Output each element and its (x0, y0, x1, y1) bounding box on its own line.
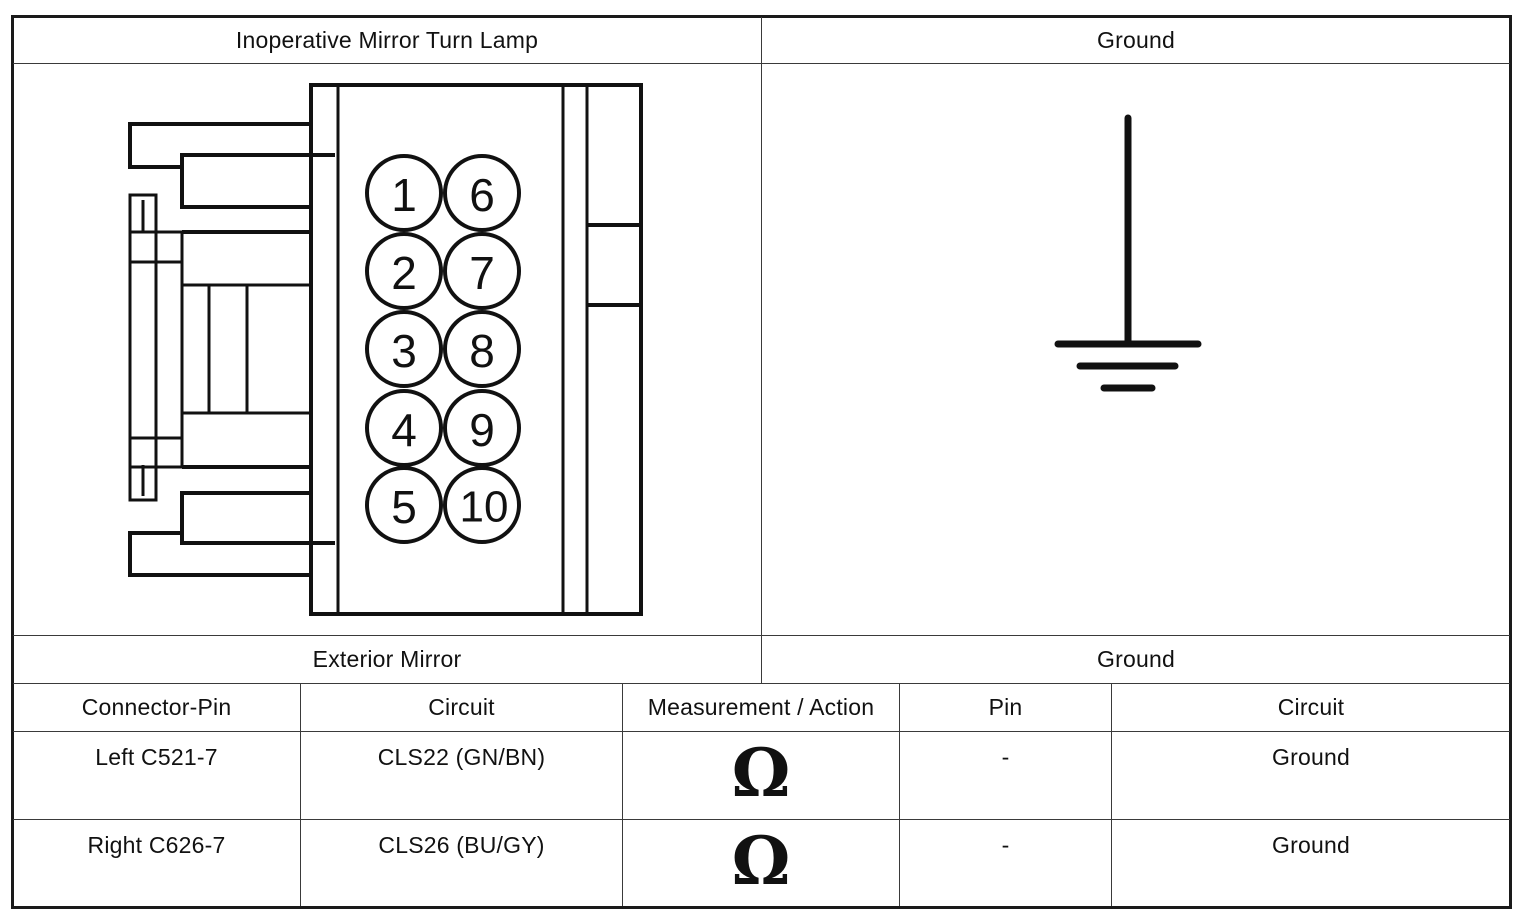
divider-col-3 (899, 684, 900, 906)
pin-1-label: 1 (391, 169, 417, 221)
row-2-circuit: CLS26 (BU/GY) (378, 832, 545, 858)
pin-2-circle (365, 232, 443, 310)
pin-3-label: 3 (391, 325, 417, 377)
col-header-measurement: Measurement / Action (647, 694, 875, 720)
pin-6-label: 6 (469, 169, 495, 221)
row-1-circuit: CLS22 (GN/BN) (377, 744, 546, 770)
col-header-circuit-2: Circuit (1277, 694, 1345, 720)
col-header-circuit: Circuit (428, 694, 495, 720)
pin-1-circle (365, 154, 443, 232)
divider-center (761, 17, 762, 684)
row-2-connector-pin: Right C626-7 (87, 832, 226, 858)
divider-col-4 (1111, 684, 1112, 906)
ground-symbol-icon (1054, 114, 1202, 392)
col-header-connector-pin: Connector-Pin (81, 694, 232, 720)
divider-columns (13, 731, 1510, 732)
row-1-pin: - (1001, 744, 1010, 770)
subheader-left-label: Exterior Mirror (312, 646, 462, 672)
divider-row (13, 819, 1510, 820)
pin-5-circle (365, 466, 443, 544)
pin-5-label: 5 (391, 481, 417, 533)
ohm-icon: Ω (731, 822, 791, 900)
pin-7-circle (443, 232, 521, 310)
header-left-title: Inoperative Mirror Turn Lamp (235, 26, 539, 53)
pin-4-circle (365, 389, 443, 467)
divider-col-2 (622, 684, 623, 906)
pin-8-label: 8 (469, 325, 495, 377)
pin-3-circle (365, 310, 443, 388)
pin-9-label: 9 (469, 404, 495, 456)
pin-9-circle (443, 389, 521, 467)
divider-col-1 (300, 684, 301, 906)
pin-10-circle (443, 466, 521, 544)
pin-7-label: 7 (469, 247, 495, 299)
ohm-icon: Ω (731, 734, 791, 812)
diagram-frame (11, 15, 1512, 909)
row-1-to-circuit: Ground (1272, 744, 1350, 770)
pin-6-circle (443, 154, 521, 232)
pin-8-circle (443, 310, 521, 388)
row-2-pin: - (1001, 832, 1010, 858)
header-right-title: Ground (1097, 26, 1175, 53)
row-1-connector-pin: Left C521-7 (95, 744, 218, 770)
pin-10-label: 10 (460, 483, 509, 532)
subheader-right-label: Ground (1097, 646, 1175, 672)
pin-4-label: 4 (391, 404, 417, 456)
col-header-pin: Pin (988, 694, 1023, 720)
row-2-to-circuit: Ground (1272, 832, 1350, 858)
connector-face-diagram: 1 2 3 4 5 6 7 8 9 10 (128, 83, 643, 616)
pin-2-label: 2 (391, 247, 417, 299)
